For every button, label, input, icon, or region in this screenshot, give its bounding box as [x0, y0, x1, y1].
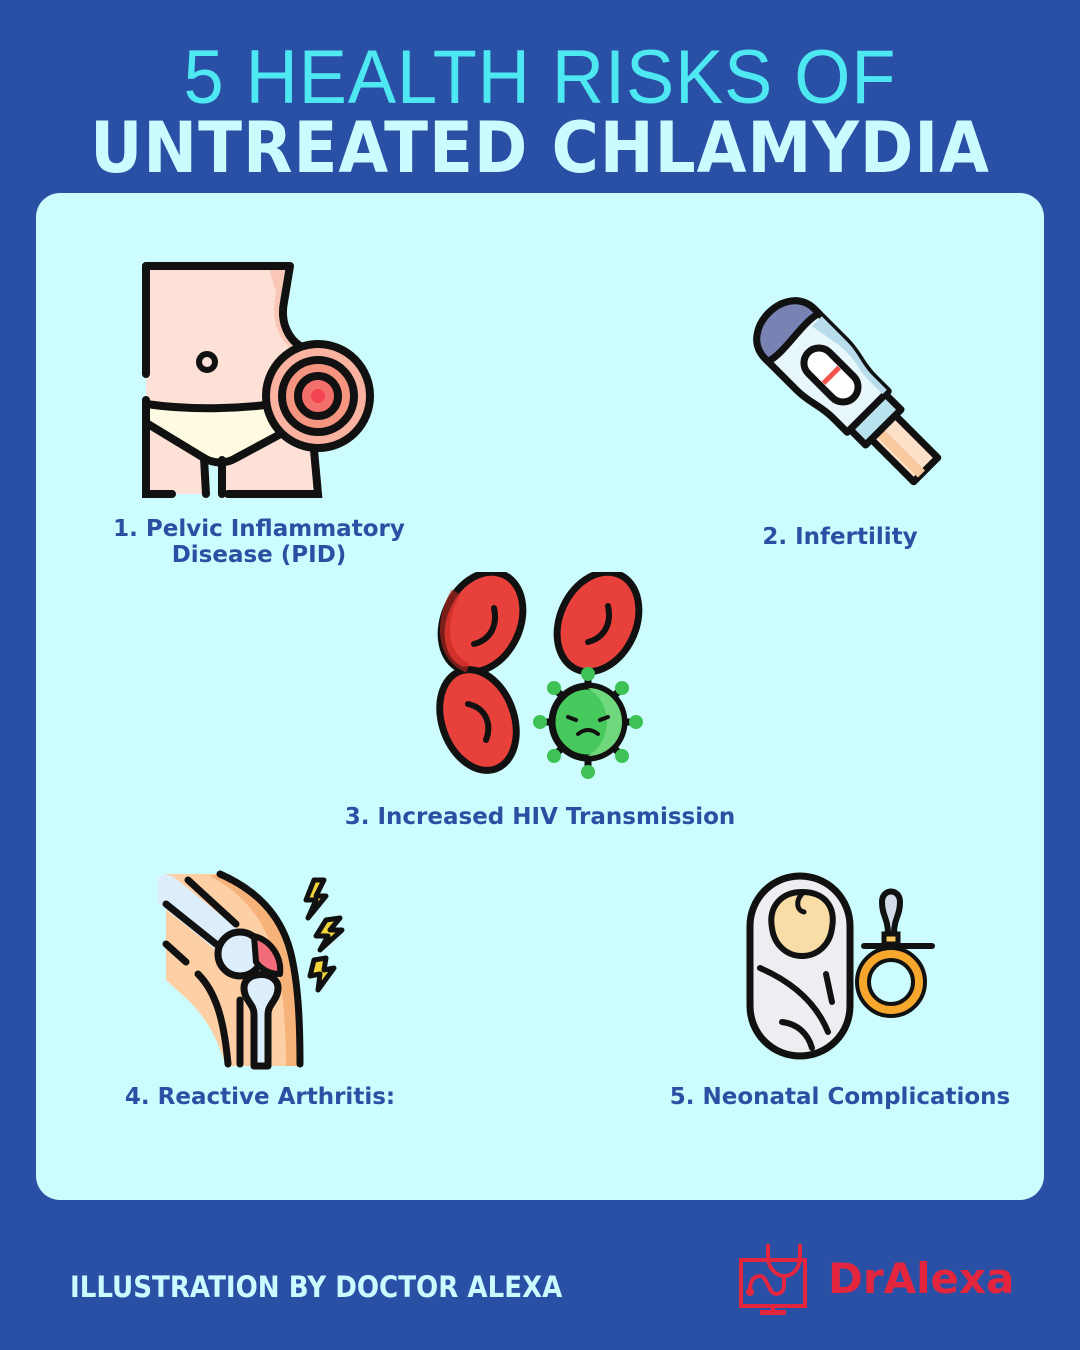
brand-name: DrAlexa: [828, 1254, 1015, 1303]
risk-label-hiv: 3. Increased HIV Transmission: [344, 804, 736, 830]
risk-label-arthritis: 4. Reactive Arthritis:: [124, 1084, 396, 1110]
risk-label-infertility: 2. Infertility: [762, 524, 918, 550]
newborn-pacifier-icon: [746, 872, 935, 1060]
risk-label-pid-line1: 1. Pelvic Inflammatory: [113, 516, 405, 542]
pelvic-pain-icon: [142, 262, 374, 498]
page-title-line2: UNTREATED CHLAMYDIA: [90, 107, 990, 189]
pregnancy-test-icon: [753, 297, 942, 486]
dralexa-logo[interactable]: DrAlexa: [738, 1240, 1038, 1320]
risk-label-pid-line2: Disease (PID): [171, 542, 347, 568]
risk-label-pid: 1. Pelvic Inflammatory Disease (PID): [100, 516, 418, 568]
knee-joint-pain-icon: [158, 870, 345, 1070]
page-title-line1: 5 HEALTH RISKS OF: [183, 35, 897, 120]
illustration-credit: ILLUSTRATION BY DOCTOR ALEXA: [70, 1270, 563, 1304]
blood-cells-virus-icon: [436, 572, 643, 779]
risk-label-neonatal: 5. Neonatal Complications: [669, 1084, 1011, 1110]
monitor-stethoscope-icon: [739, 1244, 807, 1315]
